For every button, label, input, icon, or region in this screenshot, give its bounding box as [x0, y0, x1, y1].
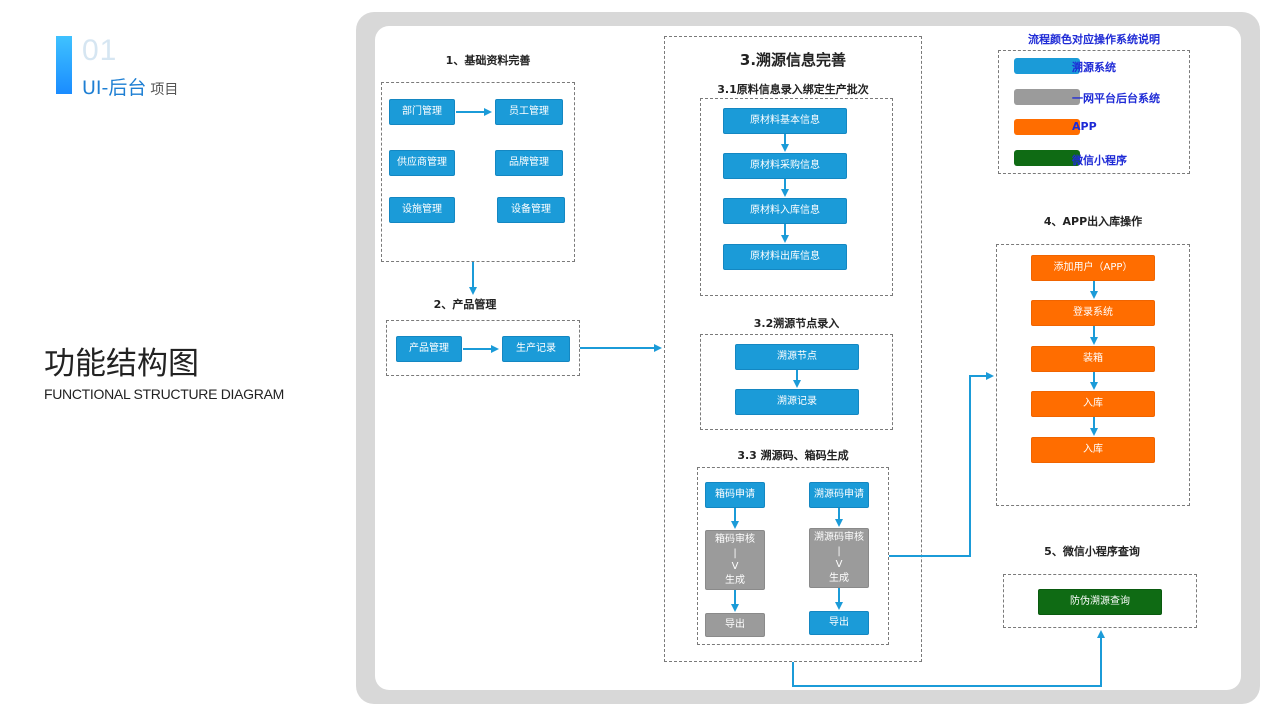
legend-title: 流程颜色对应操作系统说明 — [1028, 33, 1160, 46]
equipment-mgmt-node[interactable]: 设备管理 — [497, 197, 565, 223]
sec4-group — [996, 244, 1190, 506]
trace-code-export-node[interactable]: 导出 — [809, 611, 869, 635]
sec2-group — [386, 320, 580, 376]
heading-cn: 功能结构图 — [44, 346, 199, 382]
trace-node-node[interactable]: 溯源节点 — [735, 344, 859, 370]
brand-mgmt-node[interactable]: 品牌管理 — [495, 150, 563, 176]
facility-mgmt-node[interactable]: 设施管理 — [389, 197, 455, 223]
sec5-group — [1003, 574, 1197, 628]
sec2-title: 2、产品管理 — [433, 298, 497, 311]
section-accent-bar — [56, 36, 72, 94]
sec3-1-title: 3.1原料信息录入绑定生产批次 — [717, 83, 869, 96]
heading-en: FUNCTIONAL STRUCTURE DIAGRAM — [44, 386, 284, 402]
material-basic-node[interactable]: 原材料基本信息 — [723, 108, 847, 134]
product-mgmt-node[interactable]: 产品管理 — [396, 336, 462, 362]
legend-swatch-app — [1014, 119, 1080, 135]
section-title-text: UI-后台 — [82, 77, 147, 99]
inbound-node-2[interactable]: 入库 — [1031, 437, 1155, 463]
sec3-title: 3.溯源信息完善 — [739, 51, 847, 69]
sec3-3-title: 3.3 溯源码、箱码生成 — [737, 449, 849, 462]
legend-swatch-miniprogram — [1014, 150, 1080, 166]
legend-label-trace: 溯源系统 — [1072, 61, 1116, 74]
legend-label-app: APP — [1072, 120, 1097, 133]
production-record-node[interactable]: 生产记录 — [502, 336, 570, 362]
legend-label-platform: 一网平台后台系统 — [1072, 92, 1160, 105]
trace-code-review-node[interactable]: 溯源码审核 | V 生成 — [809, 528, 869, 588]
supplier-mgmt-node[interactable]: 供应商管理 — [389, 150, 455, 176]
sec3-2-title: 3.2溯源节点录入 — [753, 317, 840, 330]
legend-swatch-platform — [1014, 89, 1080, 105]
box-code-export-node[interactable]: 导出 — [705, 613, 765, 637]
sec1-group — [381, 82, 575, 262]
login-node[interactable]: 登录系统 — [1031, 300, 1155, 326]
staff-mgmt-node[interactable]: 员工管理 — [495, 99, 563, 125]
packing-node[interactable]: 装箱 — [1031, 346, 1155, 372]
sec5-title: 5、微信小程序查询 — [1044, 545, 1140, 558]
inbound-node[interactable]: 入库 — [1031, 391, 1155, 417]
section-number: 01 — [82, 34, 118, 67]
sec1-title: 1、基础资料完善 — [445, 54, 531, 67]
sec4-title: 4、APP出入库操作 — [1043, 215, 1143, 228]
material-purchase-node[interactable]: 原材料采购信息 — [723, 153, 847, 179]
add-user-node[interactable]: 添加用户（APP） — [1031, 255, 1155, 281]
legend-swatch-trace — [1014, 58, 1080, 74]
sec3-1-group — [700, 98, 893, 296]
material-outbound-node[interactable]: 原材料出库信息 — [723, 244, 847, 270]
section-title: UI-后台项目 — [82, 73, 178, 100]
section-subtitle: 项目 — [150, 82, 179, 98]
anti-counterfeit-query-node[interactable]: 防伪溯源查询 — [1038, 589, 1162, 615]
material-inbound-node[interactable]: 原材料入库信息 — [723, 198, 847, 224]
legend-group — [998, 50, 1190, 174]
legend-label-miniprogram: 微信小程序 — [1072, 154, 1127, 167]
dept-mgmt-node[interactable]: 部门管理 — [389, 99, 455, 125]
trace-code-apply-node[interactable]: 溯源码申请 — [809, 482, 869, 508]
box-code-review-node[interactable]: 箱码审核 | V 生成 — [705, 530, 765, 590]
trace-record-node[interactable]: 溯源记录 — [735, 389, 859, 415]
box-code-apply-node[interactable]: 箱码申请 — [705, 482, 765, 508]
